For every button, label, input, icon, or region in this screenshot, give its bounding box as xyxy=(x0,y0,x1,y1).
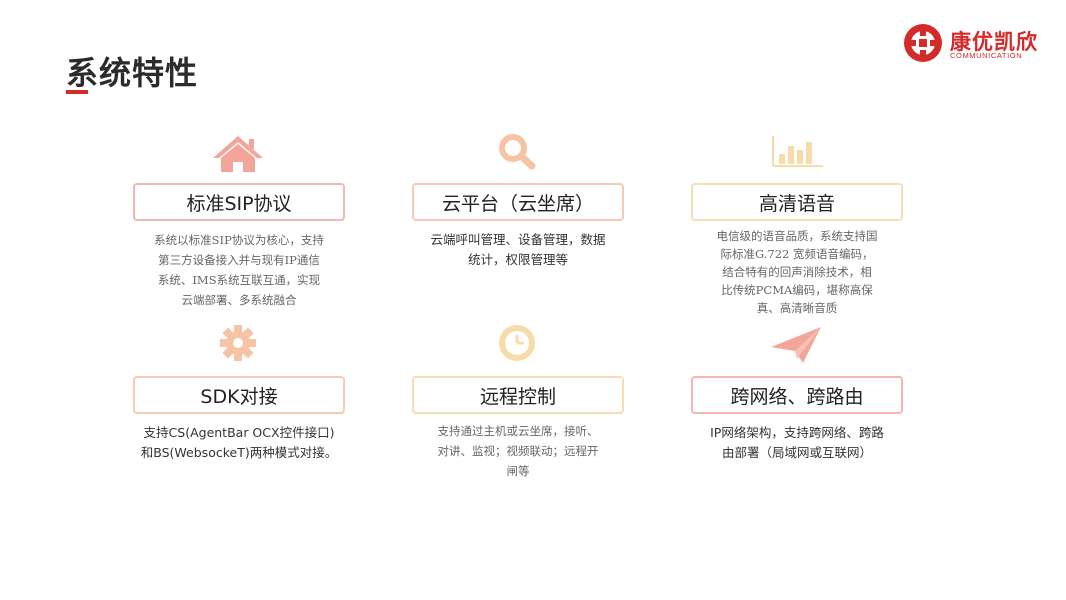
description-line: 对讲、监视；视频联动；远程开 xyxy=(437,444,599,458)
description-line: 和BS(WebsockeT)两种模式对接。 xyxy=(140,445,338,460)
feature-description: IP网络架构，支持跨网络、跨路 由部署（局域网或互联网） xyxy=(691,423,903,463)
feature-description: 云端呼叫管理、设备管理，数据 统计，权限管理等 xyxy=(412,230,624,270)
description-line: 电信级的语音品质，系统支持国 xyxy=(716,229,878,243)
feature-description: 系统以标准SIP协议为核心，支持 第三方设备接入并与现有IP通信 系统、IMS系… xyxy=(133,230,345,310)
feature-description: 电信级的语音品质，系统支持国 际标准G.722 宽频语音编码， 结合特有的回声消… xyxy=(691,227,903,317)
home-icon xyxy=(213,136,263,172)
description-line: 支持CS(AgentBar OCX控件接口) xyxy=(143,425,335,440)
feature-label: 高清语音 xyxy=(691,183,903,221)
description-line: 云端部署、多系统融合 xyxy=(181,293,297,307)
logo-name: 康优凯欣 xyxy=(950,30,1038,54)
description-line: 真、高清晰音质 xyxy=(756,301,838,315)
description-line: 系统以标准SIP协议为核心，支持 xyxy=(154,233,324,247)
feature-label: 云平台（云坐席） xyxy=(412,183,624,221)
description-line: 结合特有的回声消除技术，相 xyxy=(722,265,872,279)
search-icon xyxy=(499,134,536,170)
description-line: 比传统PCMA编码，堪称高保 xyxy=(721,283,873,297)
feature-label: 远程控制 xyxy=(412,376,624,414)
description-line: 系统、IMS系统互联互通，实现 xyxy=(157,273,321,287)
title-underline xyxy=(66,90,88,94)
description-line: 支持通过主机或云坐席，接听、 xyxy=(437,424,599,438)
description-line: IP网络架构，支持跨网络、跨路 xyxy=(710,425,884,440)
logo-mark-icon xyxy=(904,24,942,62)
bar-chart-icon xyxy=(772,136,823,167)
gear-icon xyxy=(220,325,256,361)
description-line: 由部署（局域网或互联网） xyxy=(721,445,872,460)
company-logo: 康优凯欣 COMMUNICATION xyxy=(902,20,1052,66)
feature-label: SDK对接 xyxy=(133,376,345,414)
description-line: 第三方设备接入并与现有IP通信 xyxy=(158,253,320,267)
description-line: 际标准G.722 宽频语音编码， xyxy=(720,247,874,261)
paper-plane-icon xyxy=(771,327,821,363)
description-line: 闸等 xyxy=(506,464,530,478)
feature-label: 跨网络、跨路由 xyxy=(691,376,903,414)
page-title: 系统特性 xyxy=(66,54,199,92)
feature-label: 标准SIP协议 xyxy=(133,183,345,221)
feature-description: 支持通过主机或云坐席，接听、 对讲、监视；视频联动；远程开 闸等 xyxy=(412,421,624,481)
feature-description: 支持CS(AgentBar OCX控件接口) 和BS(WebsockeT)两种模… xyxy=(133,423,345,463)
description-line: 统计，权限管理等 xyxy=(467,252,568,267)
description-line: 云端呼叫管理、设备管理，数据 xyxy=(430,232,606,247)
logo-subtitle: COMMUNICATION xyxy=(950,51,1023,60)
clock-icon xyxy=(499,325,535,361)
